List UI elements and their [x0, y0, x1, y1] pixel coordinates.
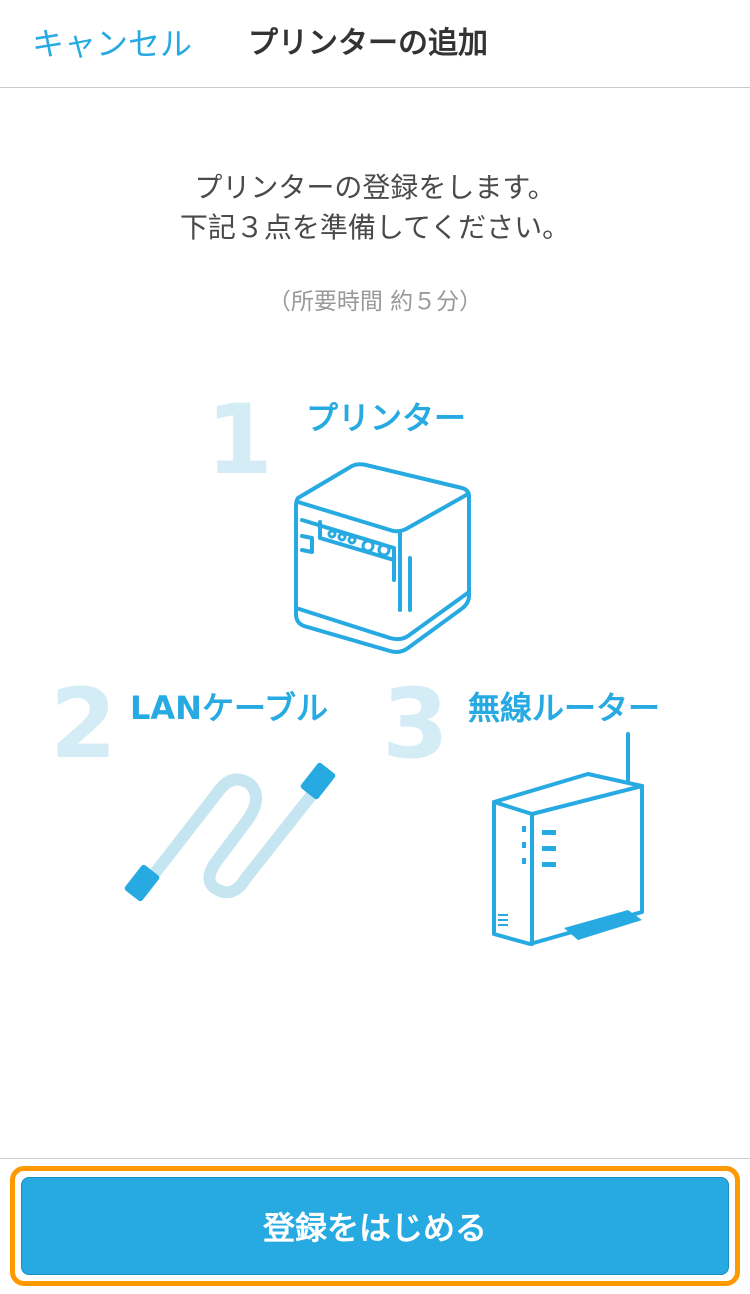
printer-icon	[294, 462, 471, 654]
intro-text-line-2: 下記３点を準備してください。	[179, 211, 571, 244]
lan-cable-icon	[124, 762, 336, 902]
navigation-bar: キャンセル プリンターの追加	[0, 0, 750, 88]
cancel-button[interactable]: キャンセル	[32, 25, 193, 63]
item-1-number: 1	[206, 384, 273, 496]
item-3-number: 3	[382, 668, 449, 780]
page-title: プリンターの追加	[248, 26, 488, 61]
duration-note: （所要時間 約５分）	[267, 289, 483, 315]
start-registration-highlight: 登録をはじめる	[10, 1166, 740, 1286]
wireless-router-icon	[492, 732, 644, 946]
item-3-label: 無線ルーター	[468, 689, 661, 727]
item-2-label: LANケーブル	[130, 689, 329, 727]
bottom-divider	[0, 1158, 750, 1159]
item-2-number: 2	[50, 668, 117, 780]
item-1-label: プリンター	[306, 399, 467, 437]
start-registration-button[interactable]: 登録をはじめる	[21, 1177, 729, 1275]
intro-text-line-1: プリンターの登録をします。	[194, 171, 556, 204]
